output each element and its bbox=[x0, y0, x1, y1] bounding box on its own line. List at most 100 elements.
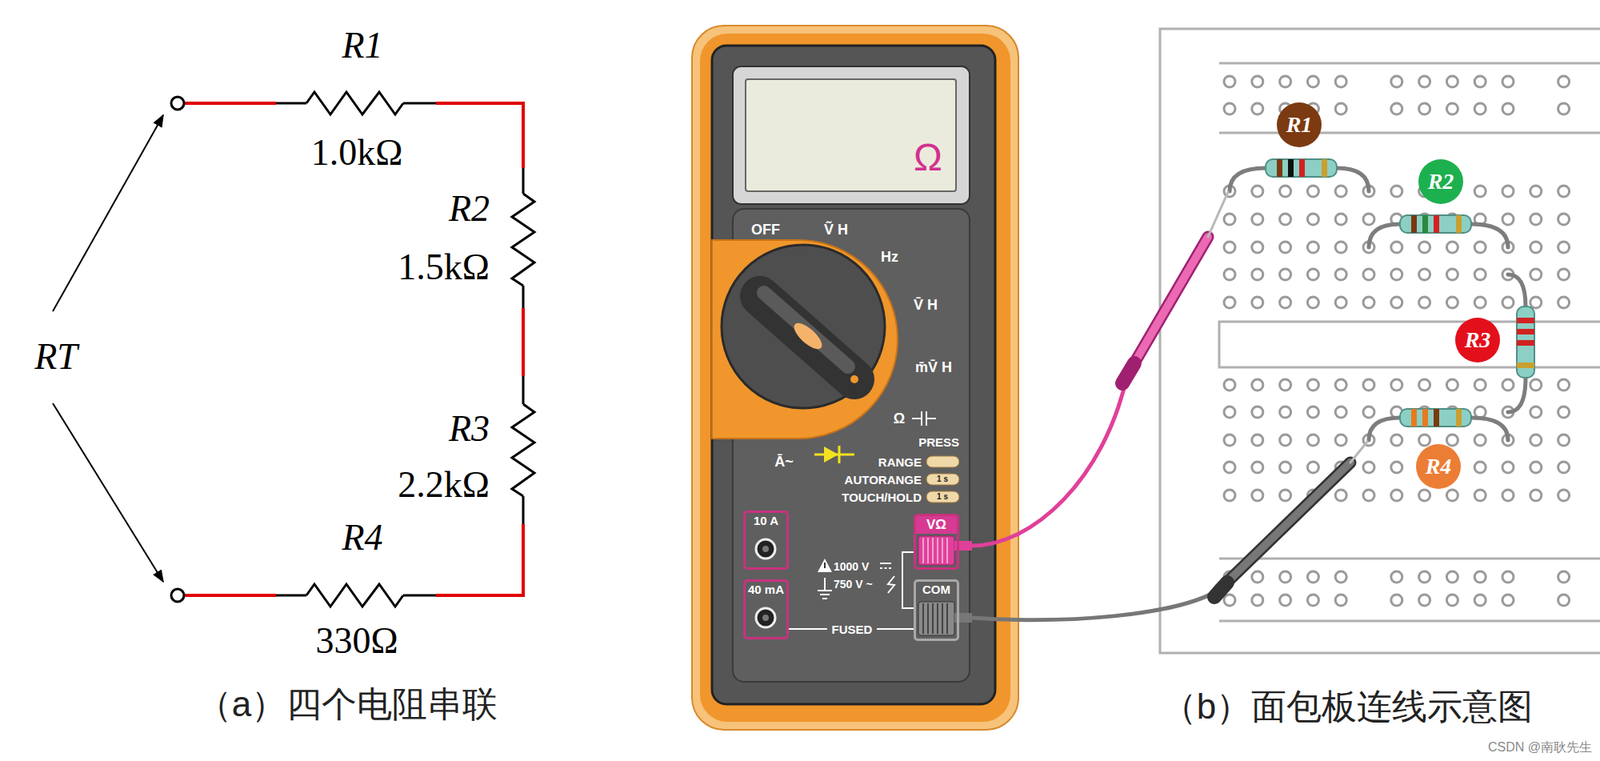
breadboard-hole bbox=[1419, 489, 1431, 501]
breadboard-hole bbox=[1530, 185, 1542, 197]
resistor-body bbox=[1265, 159, 1535, 427]
resistance-value: 2.2kΩ bbox=[397, 466, 490, 504]
fuse-label: FUSED bbox=[832, 623, 873, 636]
breadboard-hole bbox=[1502, 213, 1514, 225]
color-band bbox=[1456, 215, 1462, 233]
breadboard-hole bbox=[1335, 241, 1347, 253]
breadboard-hole bbox=[1558, 296, 1570, 308]
dial-label: Hz bbox=[880, 249, 899, 264]
breadboard-hole bbox=[1363, 489, 1375, 501]
color-band bbox=[1516, 328, 1535, 335]
jack-box: VΩ bbox=[913, 513, 960, 570]
probe-plug bbox=[918, 536, 955, 565]
color-band bbox=[1321, 159, 1328, 177]
probe-plug bbox=[923, 603, 948, 634]
resistor-badge: R2 bbox=[1418, 159, 1464, 204]
figure-caption: （b）面包板连线示意图 bbox=[1161, 688, 1533, 724]
button-text: 1 s bbox=[936, 475, 948, 484]
breadboard-hole bbox=[1307, 213, 1319, 225]
figure-caption: （a）四个电阻串联 bbox=[196, 686, 498, 722]
color-band bbox=[1433, 408, 1440, 427]
breadboard-hole bbox=[1307, 571, 1319, 583]
node-text: R2 bbox=[1428, 169, 1455, 195]
breadboard-hole bbox=[1530, 489, 1542, 501]
breadboard-hole bbox=[1252, 434, 1264, 446]
breadboard-hole bbox=[1391, 76, 1403, 88]
probe-guard bbox=[1214, 582, 1228, 597]
breadboard-hole bbox=[1280, 185, 1292, 197]
test-probe bbox=[972, 192, 1368, 620]
input-jack bbox=[756, 608, 776, 628]
breadboard-hole bbox=[1280, 594, 1292, 606]
breadboard-hole bbox=[1307, 406, 1319, 418]
terminal bbox=[171, 588, 184, 602]
breadboard-hole bbox=[1252, 571, 1264, 583]
breadboard-hole bbox=[1224, 241, 1236, 253]
breadboard-hole bbox=[1446, 379, 1458, 391]
breadboard-hole bbox=[1391, 185, 1403, 197]
breadboard-hole bbox=[1474, 296, 1486, 308]
resistor-lead bbox=[276, 103, 524, 596]
breadboard-hole bbox=[1252, 406, 1264, 418]
node-text: R1 bbox=[1286, 112, 1313, 138]
resistor-lead bbox=[1229, 168, 1526, 440]
breadboard-hole bbox=[1335, 594, 1347, 606]
breadboard-hole bbox=[1307, 296, 1319, 308]
jack-box: 10 A bbox=[743, 510, 789, 570]
breadboard-hole bbox=[1474, 76, 1486, 88]
input-jack bbox=[756, 539, 776, 559]
terminal bbox=[171, 96, 184, 110]
probe-body bbox=[1219, 462, 1351, 590]
breadboard-hole bbox=[1530, 461, 1542, 473]
breadboard-hole bbox=[1474, 434, 1486, 446]
color-band bbox=[1422, 215, 1428, 233]
lightning-symbol bbox=[888, 576, 895, 593]
breadboard-hole bbox=[1252, 594, 1264, 606]
resistance-value: 1.5kΩ bbox=[397, 248, 490, 286]
dial-label: Ā~ bbox=[774, 454, 794, 469]
resistor-name: R1 bbox=[341, 27, 383, 64]
color-band bbox=[1411, 215, 1417, 233]
resistor-symbol bbox=[306, 92, 404, 115]
breadboard-hole bbox=[1474, 268, 1486, 280]
warning-symbol bbox=[824, 562, 826, 568]
color-band bbox=[1456, 408, 1462, 427]
rating-text: 1000 V bbox=[833, 560, 869, 572]
breadboard-hole bbox=[1502, 594, 1514, 606]
breadboard-hole bbox=[1252, 296, 1264, 308]
probe-body bbox=[1127, 236, 1208, 376]
breadboard-hole bbox=[1335, 434, 1347, 446]
breadboard-hole bbox=[1419, 594, 1431, 606]
breadboard-hole bbox=[1280, 434, 1292, 446]
node-text: Ω bbox=[913, 136, 943, 180]
jack-box: COM bbox=[913, 579, 960, 641]
breadboard-hole bbox=[1391, 571, 1403, 583]
breadboard-hole bbox=[1558, 241, 1570, 253]
display-bezel bbox=[732, 66, 970, 204]
dial-label: V̄ H bbox=[913, 297, 938, 312]
breadboard-hole bbox=[1307, 379, 1319, 391]
breadboard-hole bbox=[1224, 434, 1236, 446]
breadboard-hole bbox=[1252, 76, 1264, 88]
breadboard-hole bbox=[1474, 241, 1486, 253]
breadboard-hole bbox=[1224, 489, 1236, 501]
breadboard-hole bbox=[1474, 594, 1486, 606]
breadboard-hole bbox=[1558, 268, 1570, 280]
breadboard-hole bbox=[1307, 461, 1319, 473]
breadboard-hole bbox=[1252, 103, 1264, 115]
breadboard-hole bbox=[1530, 268, 1542, 280]
button-label: AUTORANGE bbox=[844, 473, 922, 486]
lcd-display: Ω bbox=[744, 78, 957, 192]
breadboard-hole bbox=[1502, 461, 1514, 473]
breadboard-hole bbox=[1363, 406, 1375, 418]
breadboard-hole bbox=[1335, 185, 1347, 197]
resistor-body bbox=[1400, 408, 1472, 427]
knob-mark bbox=[850, 375, 859, 384]
breadboard-hole bbox=[1391, 241, 1403, 253]
breadboard-hole bbox=[1446, 434, 1458, 446]
breadboard-hole bbox=[1419, 571, 1431, 583]
breadboard-hole bbox=[1446, 103, 1458, 115]
resistor-symbol bbox=[512, 193, 535, 286]
breadboard-hole bbox=[1419, 296, 1431, 308]
probe-tip bbox=[1350, 441, 1368, 463]
